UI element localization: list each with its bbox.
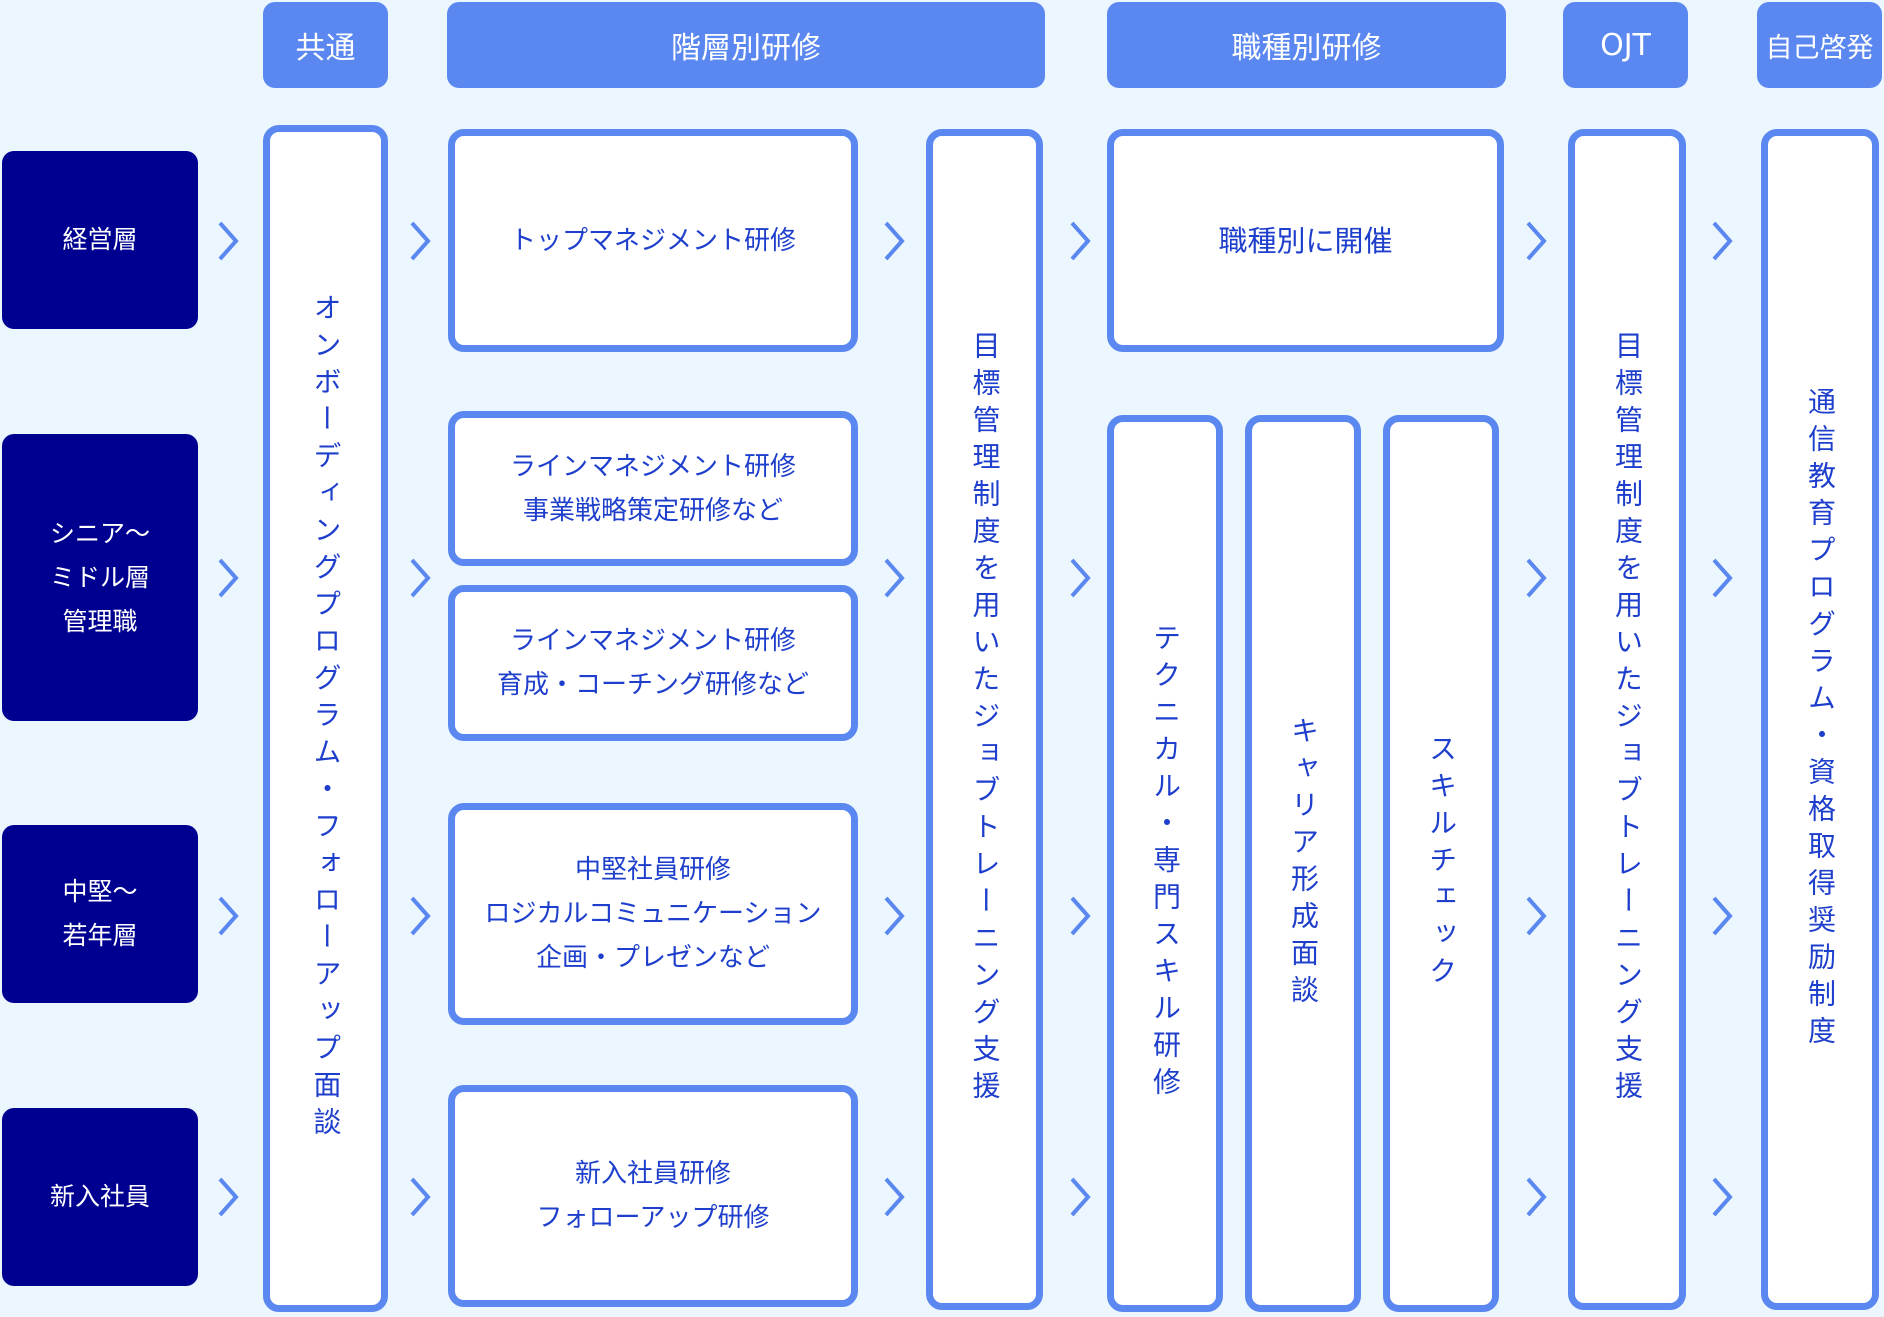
header-occupational-training: 職種別研修 [1107, 2, 1506, 88]
box-label: ラインマネジメント研修 [509, 626, 796, 656]
header-label: 職種別研修 [1231, 31, 1382, 66]
level-mid-junior: 中堅～ 若年層 [2, 825, 198, 1003]
column-label: 目標管理制度を用いたジョブトレーニング支援 [968, 331, 1002, 1108]
level-label: ミドル層 [49, 562, 150, 592]
chevron-right-icon [1069, 558, 1091, 598]
chevron-right-icon [1525, 221, 1547, 261]
chevron-right-icon [409, 896, 431, 936]
column-label: スキルチェック [1425, 734, 1458, 993]
box-label: 中堅社員研修 [574, 855, 731, 885]
occupational-held-box: 職種別に開催 [1107, 129, 1504, 352]
mid-level-training-box: 中堅社員研修 ロジカルコミュニケーション 企画・プレゼンなど [448, 803, 858, 1025]
chevron-right-icon [883, 896, 905, 936]
chevron-right-icon [1069, 221, 1091, 261]
box-label: 事業戦略策定研修など [522, 495, 783, 526]
chevron-right-icon [1525, 558, 1547, 598]
header-tiered-training: 階層別研修 [447, 2, 1045, 88]
chevron-right-icon [1525, 896, 1547, 936]
header-label: OJT [1600, 27, 1651, 63]
onboarding-column: オンボーディングプログラム・フォローアップ面談 [263, 125, 388, 1312]
career-interview-column: キャリア形成面談 [1245, 415, 1361, 1312]
new-employee-training-box: 新入社員研修 フォローアップ研修 [448, 1085, 858, 1307]
header-ojt: OJT [1563, 2, 1688, 88]
box-label: フォローアップ研修 [536, 1203, 770, 1233]
column-label: 目標管理制度を用いたジョブトレーニング支援 [1611, 331, 1644, 1108]
box-label: ラインマネジメント研修 [509, 451, 796, 482]
chevron-right-icon [1711, 558, 1733, 598]
chevron-right-icon [1069, 1177, 1091, 1217]
box-label: 職種別に開催 [1218, 223, 1393, 258]
line-management-strategy-box: ラインマネジメント研修 事業戦略策定研修など [448, 411, 858, 566]
chevron-right-icon [1069, 896, 1091, 936]
column-label: オンボーディングプログラム・フォローアップ面談 [309, 293, 343, 1144]
ojt-column: 目標管理制度を用いたジョブトレーニング支援 [1568, 129, 1686, 1310]
chevron-right-icon [217, 1177, 239, 1217]
chevron-right-icon [1711, 221, 1733, 261]
column-label: テクニカル・専門スキル研修 [1149, 623, 1182, 1104]
chevron-right-icon [217, 221, 239, 261]
level-label: シニア～ [49, 518, 150, 548]
box-label: ロジカルコミュニケーション [484, 899, 822, 929]
self-development-column: 通信教育プログラム・資格取得奨励制度 [1761, 129, 1879, 1310]
header-self-development: 自己啓発 [1757, 2, 1882, 88]
level-label: 経営層 [62, 225, 138, 254]
chevron-right-icon [1525, 1177, 1547, 1217]
level-senior-middle-manager: シニア～ ミドル層 管理職 [2, 434, 198, 721]
header-common: 共通 [263, 2, 388, 88]
job-training-support-column: 目標管理制度を用いたジョブトレーニング支援 [926, 129, 1043, 1310]
level-new-employee: 新入社員 [2, 1108, 198, 1286]
level-label: 若年層 [62, 921, 138, 950]
column-label: キャリア形成面談 [1287, 715, 1320, 1012]
header-label: 自己啓発 [1765, 32, 1874, 64]
chevron-right-icon [409, 221, 431, 261]
column-label: 通信教育プログラム・資格取得奨励制度 [1804, 386, 1837, 1053]
chevron-right-icon [1711, 896, 1733, 936]
skill-check-column: スキルチェック [1383, 415, 1499, 1312]
box-label: 育成・コーチング研修など [496, 670, 809, 700]
level-label: 中堅～ [62, 877, 138, 906]
chevron-right-icon [217, 896, 239, 936]
chevron-right-icon [217, 558, 239, 598]
chevron-right-icon [409, 1177, 431, 1217]
level-executive: 経営層 [2, 151, 198, 329]
line-management-coaching-box: ラインマネジメント研修 育成・コーチング研修など [448, 585, 858, 741]
chevron-right-icon [883, 221, 905, 261]
chevron-right-icon [1711, 1177, 1733, 1217]
header-label: 階層別研修 [671, 31, 821, 66]
box-label: 企画・プレゼンなど [535, 943, 770, 973]
level-label: 新入社員 [49, 1182, 150, 1211]
box-label: 新入社員研修 [574, 1159, 731, 1189]
chevron-right-icon [409, 558, 431, 598]
top-management-training-box: トップマネジメント研修 [448, 129, 858, 352]
header-label: 共通 [295, 31, 356, 66]
technical-skill-training-column: テクニカル・専門スキル研修 [1107, 415, 1223, 1312]
level-label: 管理職 [62, 606, 138, 636]
chevron-right-icon [883, 558, 905, 598]
box-label: トップマネジメント研修 [509, 225, 796, 256]
chevron-right-icon [883, 1177, 905, 1217]
